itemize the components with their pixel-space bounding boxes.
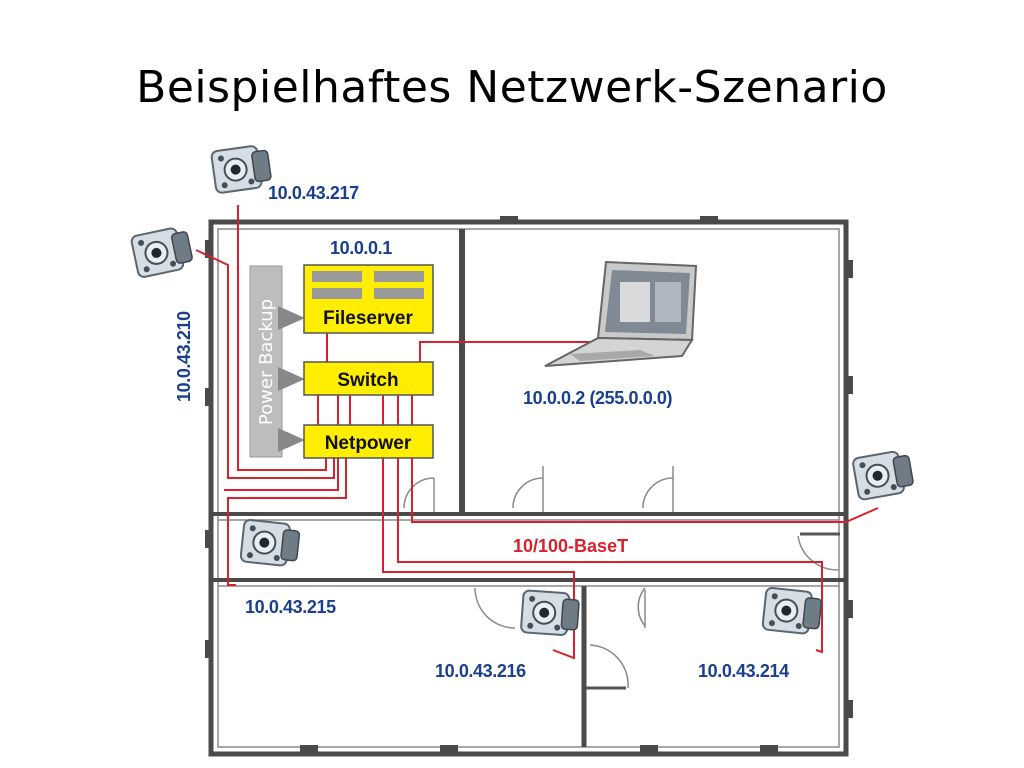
switch-box: Switch xyxy=(303,361,434,396)
camera-ip-label: 10.0.43.210 xyxy=(174,311,194,402)
camera-icon xyxy=(239,518,302,569)
camera-ip-label: 10.0.43.217 xyxy=(268,183,359,203)
floorplan-walls xyxy=(208,219,849,757)
camera-icon xyxy=(209,143,274,195)
netpower-label: Netpower xyxy=(325,433,412,454)
fileserver-label: Fileserver xyxy=(323,308,413,329)
camera-icon xyxy=(519,589,581,638)
camera-icon xyxy=(851,448,916,502)
camera-icon xyxy=(129,224,196,280)
power-backup-label: Power Backup xyxy=(256,299,277,425)
laptop-icon xyxy=(544,260,698,367)
cable-label: 10/100-BaseT xyxy=(513,536,628,556)
camera-ip-label: 10.0.43.216 xyxy=(435,661,526,681)
power-backup-unit: Power Backup xyxy=(249,265,305,458)
fileserver-box: Fileserver xyxy=(303,264,434,334)
camera-ip-label: 10.0.43.214 xyxy=(698,661,789,681)
camera-icon xyxy=(761,586,824,637)
window-marks xyxy=(205,216,853,753)
laptop-ip-label: 10.0.0.2 (255.0.0.0) xyxy=(523,388,673,408)
camera-ip-label: 10.0.43.215 xyxy=(245,597,336,617)
page-title: Beispielhaftes Netzwerk-Szenario xyxy=(136,62,888,113)
netpower-box: Netpower xyxy=(303,424,434,459)
switch-label: Switch xyxy=(337,370,398,391)
door-arcs xyxy=(403,466,840,690)
server-ip-label: 10.0.0.1 xyxy=(330,238,392,258)
